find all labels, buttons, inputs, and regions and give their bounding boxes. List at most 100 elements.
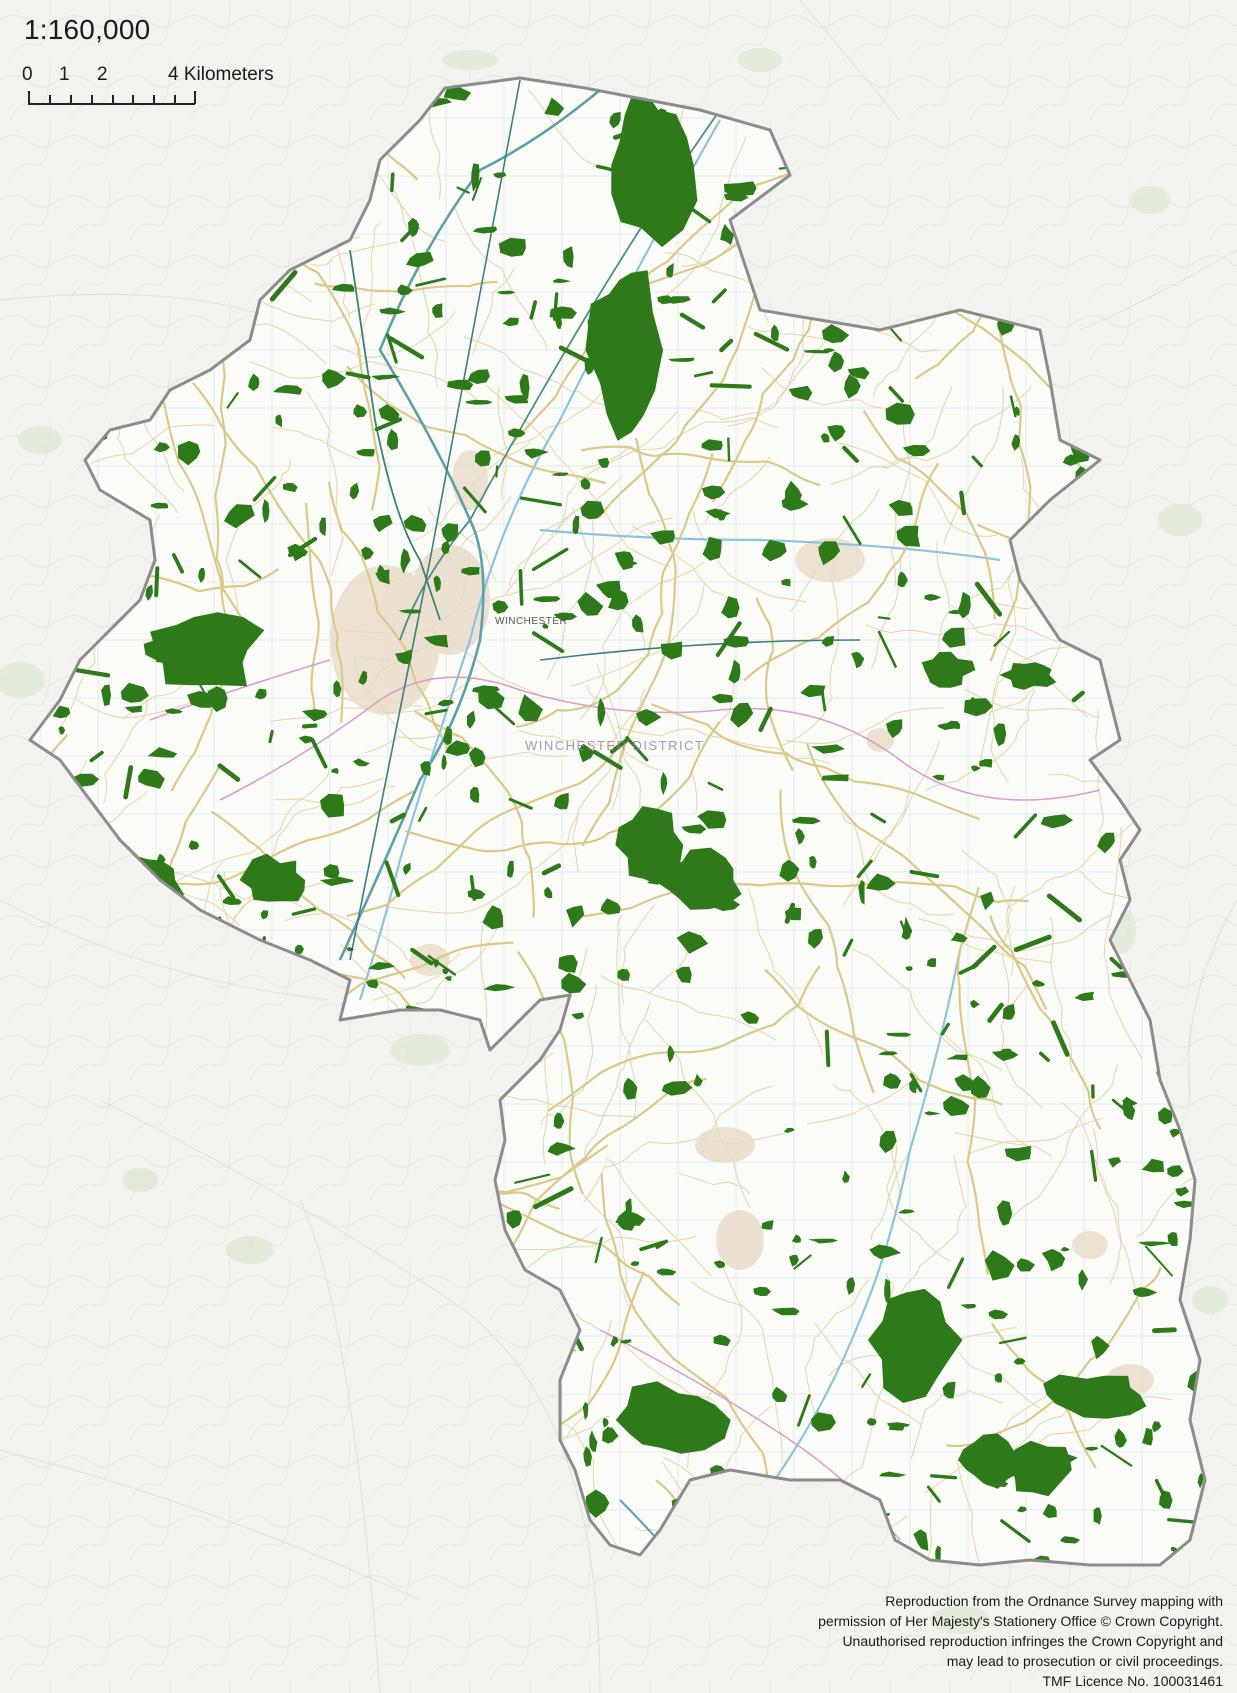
woodland-strip [899,920,909,939]
minor-road [518,730,660,771]
woodland-patch [610,1336,619,1348]
woodland-strip [533,1186,574,1210]
woodland-strip [930,1474,958,1480]
woodland-patch [589,1430,598,1452]
woodland-patch [984,1480,1009,1487]
woodland-strip [1071,690,1085,703]
woodland-patch [921,1371,928,1385]
minor-road [888,1154,967,1323]
woodland-patch [322,369,347,389]
woodland-block [611,79,698,248]
woodland-patch [1167,1232,1178,1246]
woodland-strip [793,1254,812,1270]
woodland-patch [423,634,449,648]
woodland-patch [124,705,143,713]
woodland-block [585,270,663,441]
woodland-strip [238,559,262,579]
woodland-patch [52,705,71,719]
woodland-strip [592,749,623,770]
minor-road [661,136,747,300]
woodland-patch [298,735,314,744]
minor-road [830,386,953,485]
woodland-patch [498,237,526,257]
woodland-patch [821,774,849,782]
woodland-patch [761,1220,774,1230]
woodland-patch [406,251,434,268]
woodland-patch [1157,1107,1173,1125]
minor-road [943,386,1004,544]
woodland-patch [353,404,368,418]
woodland-patch [1091,1335,1110,1360]
woodland-patch [373,514,393,533]
scale-label-4-km: 4 Kilometers [168,64,274,85]
woodland-patch [506,1210,523,1229]
woodland-patch [403,862,411,876]
minor-road [785,707,944,744]
woodland-patch [437,699,454,707]
woodland-strip [70,667,111,678]
woodland-strip [301,723,318,729]
woodland-patch [697,1409,722,1430]
minor-road [90,424,215,465]
woodland-strip [877,616,891,620]
woodland-strip [1039,1051,1050,1062]
woodland-patch [1031,979,1045,987]
woodland-patch [693,1073,703,1087]
woodland-strip [495,465,499,478]
woodland-patch [1049,1452,1078,1463]
woodland-strip [287,536,318,558]
woodland-strip [709,383,752,389]
woodland-strip [456,186,470,194]
woodland-block [958,1433,1021,1489]
woodland-patch [943,1095,970,1116]
woodland-patch [1114,1428,1127,1448]
major-road [956,886,990,1275]
woodland-patch [143,639,173,662]
woodland-patch [600,898,621,915]
woodland-patch [954,1074,975,1092]
woodland-patch [681,824,707,834]
woodland-patch [441,523,459,543]
woodland-patch [578,743,595,763]
woodland-patch [630,1261,639,1267]
woodland-strip [594,1236,603,1264]
woodland-patch [358,670,368,685]
woodland-patch [655,108,667,130]
woodland-patch [1197,1473,1204,1489]
woodland-patch [355,449,375,457]
district-boundary [28,76,1207,1567]
woodland-patch [697,810,727,829]
woodland-patch [1016,1258,1035,1272]
woodland-patch [723,181,757,197]
woodland-patch [821,324,850,344]
woodland-patch [675,966,692,983]
minor-road [990,644,1061,713]
woodland-strip [1154,1478,1169,1505]
woodland-patch [942,627,966,648]
woodland-strip [415,277,446,287]
scale-label-2: 2 [97,64,108,85]
woodland-strip [1013,813,1038,839]
minor-road [852,948,1003,1072]
minor-road [600,974,777,1041]
woodland-patch [615,1210,646,1226]
woodland-patch [897,571,908,588]
woodland-patch [282,482,298,493]
major-road [547,965,821,1112]
woodland-patch [1169,1128,1181,1138]
woodland-patch [583,1446,592,1467]
scale-tick-major [194,91,196,104]
woodland-strip [123,765,134,800]
woodland-patch [466,710,476,729]
woodland-patch [255,688,267,700]
town-label[interactable]: WINCHESTER [495,616,568,627]
woodland-patch [1011,434,1021,451]
scale-tick-minor [132,95,134,104]
woodland-strip [958,963,979,975]
minor-road [926,1489,946,1565]
woodland-patch [319,878,353,886]
minor-road [393,189,439,388]
woodland-patch [400,548,411,574]
woodland-patch [970,765,981,772]
